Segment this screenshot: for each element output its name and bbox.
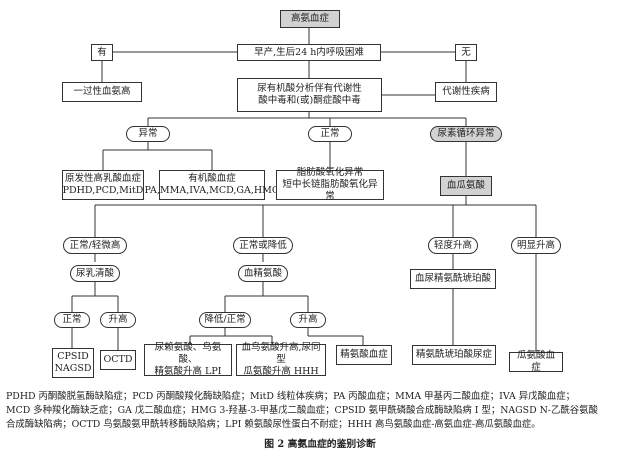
markedly-elevated-oval: 明显升高 xyxy=(511,237,561,254)
normal-slightly-high-oval: 正常/轻微高 xyxy=(63,237,127,254)
transient-hyperammonemia-node: 一过性血氨高 xyxy=(62,82,142,102)
metabolic-disease-node: 代谢性疾病 xyxy=(435,82,497,102)
normal-oval: 正常 xyxy=(308,126,352,142)
orotic-high-oval: 升高 xyxy=(100,312,136,328)
yes-label: 有 xyxy=(91,44,113,61)
lpi-node: 尿赖氨酸、鸟氨酸、 精氨酸升高 LPI xyxy=(144,342,232,377)
fatty-acid-oxidation-node: 脂肪酸氧化异常 短中长链脂肪酸氧化异常 xyxy=(276,167,384,202)
no-label: 无 xyxy=(455,44,477,61)
abbreviation-line-2: MCD 多种羧化酶缺乏症；GA 戊二酸血症；HMG 3-羟基-3-甲基戊二酸血症… xyxy=(6,405,598,416)
abnormal-oval: 异常 xyxy=(126,126,170,142)
normal-or-low-oval: 正常或降低 xyxy=(233,237,293,254)
urine-organic-acid-node: 尿有机酸分析伴有代谢性 酸中毒和(或)酮症酸中毒 xyxy=(237,78,382,112)
organic-acidemia-node: 有机酸血症 PA,MMA,IVA,MCD,GA,HMG xyxy=(145,170,279,200)
octd-node: OCTD xyxy=(100,350,136,370)
arginine-low-normal-oval: 降低/正常 xyxy=(199,312,251,328)
figure-caption: 图 2 高氨血症的鉴别诊断 xyxy=(264,439,376,450)
mildly-elevated-oval: 轻度升高 xyxy=(428,237,478,254)
argininemia-node: 精氨酸血症 xyxy=(336,345,392,365)
primary-lactic-acidemia-node: 原发性高乳酸血症 PDHD,PCD,MitD xyxy=(62,170,144,200)
abbreviation-line-1: PDHD 丙酮酸脱氢酶缺陷症；PCD 丙酮酸羧化酶缺陷症；MitD 线粒体疾病；… xyxy=(6,391,575,402)
citrullinemia-node: 瓜氨酸血症 xyxy=(509,350,563,373)
urine-orotic-acid-oval: 尿乳清酸 xyxy=(70,265,120,282)
arginine-high-oval: 升高 xyxy=(290,312,326,328)
argininosuccinic-aciduria-node: 精氨酰琥珀酸尿症 xyxy=(412,345,496,365)
cpsid-nagsd-node: CPSID NAGSD xyxy=(52,348,94,378)
abbreviation-line-3: 合成酶缺陷病；OCTD 鸟氨酸氨甲酰转移酶缺陷病；LPI 赖氨酸尿性蛋白不耐症；… xyxy=(6,419,541,430)
plasma-arginine-oval: 血精氨酸 xyxy=(238,265,288,282)
plasma-citrulline-node: 血瓜氨酸 xyxy=(440,176,492,196)
urine-asa-node: 血尿精氨酰琥珀酸 xyxy=(410,269,496,289)
orotic-normal-oval: 正常 xyxy=(54,312,90,328)
urea-cycle-abnormal-oval: 尿素循环异常 xyxy=(430,126,502,142)
title-node: 高氨血症 xyxy=(280,10,340,28)
hhh-node: 血鸟氨酸升高,尿同型 瓜氨酸升高 HHH xyxy=(236,342,326,377)
premature-question-node: 早产,生后24 h内呼吸困难 xyxy=(237,44,381,61)
